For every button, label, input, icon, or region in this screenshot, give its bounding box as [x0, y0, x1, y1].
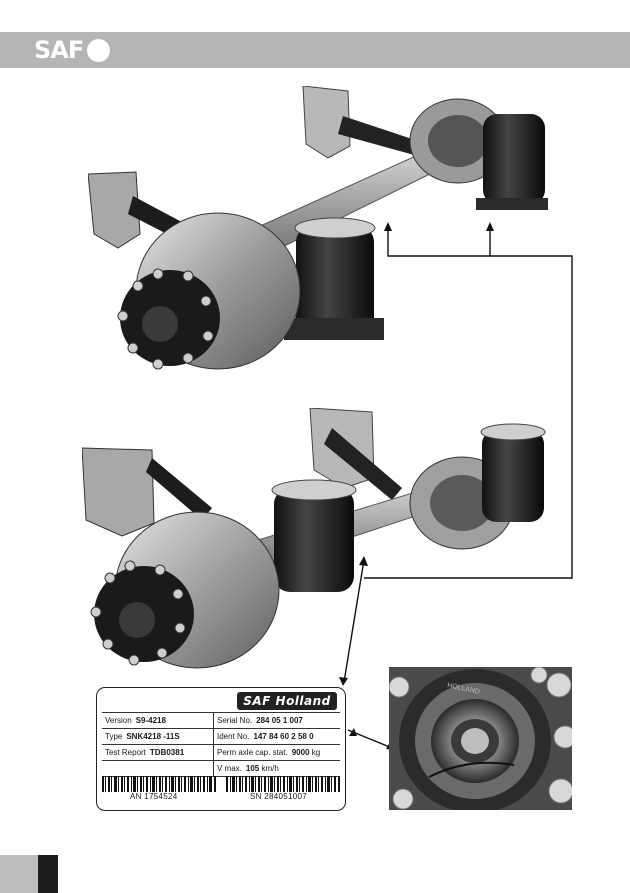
plate-label: Version: [105, 716, 132, 725]
plate-row: V max.105 km/h: [102, 761, 340, 777]
hub-detail-photo: HOLLAND: [389, 667, 572, 810]
logo-text: SAF: [34, 36, 84, 64]
saf-logo: SAF: [34, 36, 111, 64]
plate-unit: kg: [311, 748, 321, 757]
barcode-row: AN 1754524 SN 284051007: [102, 776, 340, 808]
barcode-left: [102, 776, 216, 792]
plate-value: 9000: [291, 748, 310, 757]
barcode-right-label: SN 284051007: [250, 792, 307, 801]
plate-label: Ident No.: [217, 732, 250, 741]
plate-label: Perm axle cap. stat.: [217, 748, 288, 757]
plate-value: 147 84 60 2 58 0: [253, 732, 314, 741]
plate-value: SNK4218 -11S: [126, 732, 180, 741]
barcode-left-label: AN 1754524: [130, 792, 178, 801]
header-band: SAF: [0, 32, 630, 68]
footer-dark-tab: [38, 855, 58, 893]
plate-label: Serial No.: [217, 716, 253, 725]
saf-holland-logo: SAF Holland: [237, 692, 337, 710]
barcode-right: [226, 776, 340, 792]
footer-page-tab: [0, 855, 38, 893]
plate-value: TDB0381: [149, 748, 185, 757]
plate-label: V max.: [217, 764, 242, 773]
plate-value: 284 05 1 007: [256, 716, 303, 725]
logo-circle-icon: [87, 38, 111, 62]
plate-value: S9-4218: [135, 716, 166, 725]
plate-label: Type: [105, 732, 123, 741]
plate-unit: km/h: [261, 764, 279, 773]
lower-axle-photo: [82, 408, 552, 678]
plate-label: Test Report: [105, 748, 146, 757]
plate-value: 105: [245, 764, 260, 773]
upper-axle-photo: [88, 86, 558, 386]
